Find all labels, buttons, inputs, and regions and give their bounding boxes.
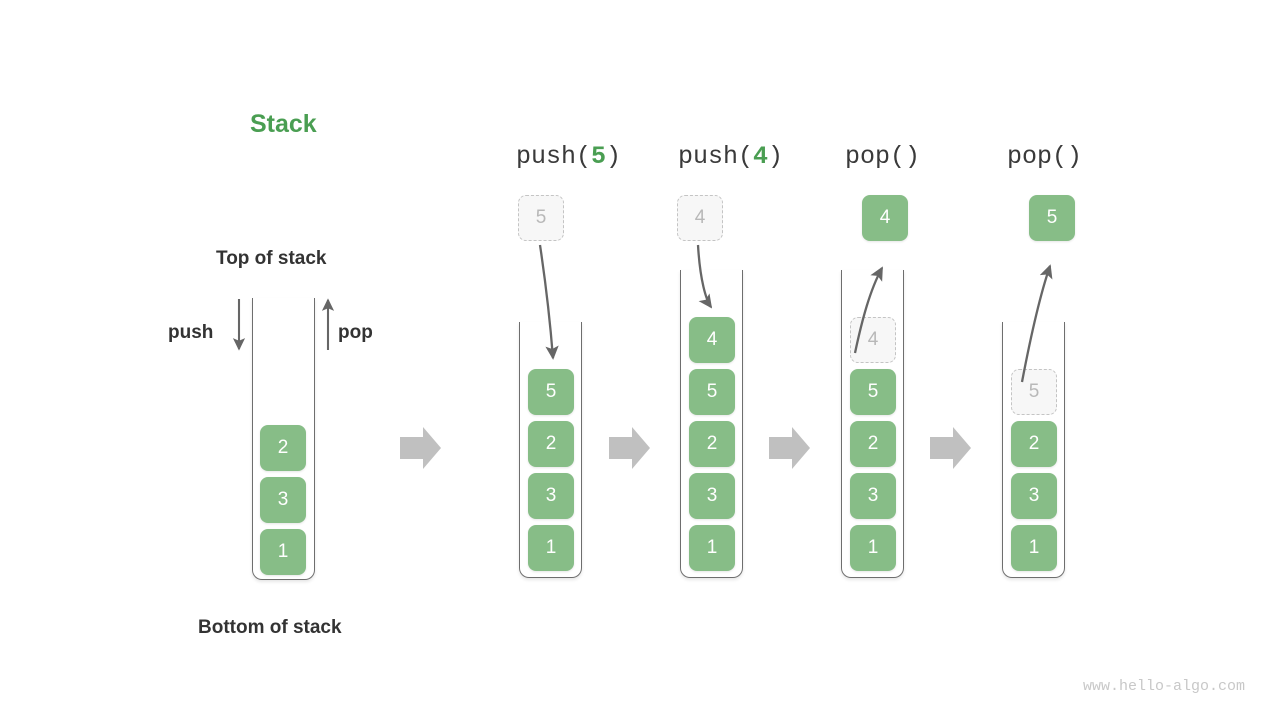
- stack-cell: 3: [260, 477, 306, 523]
- operation-name: pop(: [845, 142, 906, 171]
- operation-argument: 5: [591, 142, 607, 171]
- popped-element-box: 5: [1029, 195, 1075, 241]
- stack-cell: 4: [689, 317, 735, 363]
- removed-stack-cell: 5: [1011, 369, 1057, 415]
- stack-cell: 3: [1011, 473, 1057, 519]
- stack-cell: 2: [1011, 421, 1057, 467]
- operation-header: pop(): [1007, 142, 1082, 171]
- top-of-stack-label: Top of stack: [216, 248, 327, 269]
- stack-container: [841, 270, 904, 578]
- stack-cell: 2: [260, 425, 306, 471]
- stack-cell: 1: [528, 525, 574, 571]
- pending-element-box: 4: [677, 195, 723, 241]
- operation-argument: 4: [753, 142, 769, 171]
- stack-cell: 3: [528, 473, 574, 519]
- stack-cell: 1: [260, 529, 306, 575]
- page-title: Stack: [250, 110, 317, 138]
- operation-paren: ): [1067, 142, 1083, 171]
- operation-header: pop(): [845, 142, 920, 171]
- operation-header: push(4): [678, 142, 783, 171]
- stack-cell: 2: [689, 421, 735, 467]
- push-label: push: [168, 322, 214, 343]
- stack-container: [1002, 322, 1065, 578]
- stack-cell: 5: [850, 369, 896, 415]
- operation-paren: ): [606, 142, 622, 171]
- operation-header: push(5): [516, 142, 621, 171]
- stack-cell: 5: [689, 369, 735, 415]
- stack-cell: 2: [528, 421, 574, 467]
- stack-cell: 1: [850, 525, 896, 571]
- bottom-of-stack-label: Bottom of stack: [198, 617, 342, 638]
- watermark: www.hello-algo.com: [1083, 678, 1246, 695]
- stack-cell: 5: [528, 369, 574, 415]
- stack-container: [519, 322, 582, 578]
- operation-name: pop(: [1007, 142, 1068, 171]
- pop-label: pop: [338, 322, 373, 343]
- stack-cell: 1: [689, 525, 735, 571]
- stack-cell: 3: [850, 473, 896, 519]
- operation-paren: ): [768, 142, 784, 171]
- pending-element-box: 5: [518, 195, 564, 241]
- stack-cell: 2: [850, 421, 896, 467]
- operation-paren: ): [905, 142, 921, 171]
- removed-stack-cell: 4: [850, 317, 896, 363]
- operation-name: push(: [678, 142, 754, 171]
- stack-cell: 1: [1011, 525, 1057, 571]
- popped-element-box: 4: [862, 195, 908, 241]
- operation-name: push(: [516, 142, 592, 171]
- stack-cell: 3: [689, 473, 735, 519]
- stack-container: [680, 270, 743, 578]
- stack-container: [252, 298, 315, 580]
